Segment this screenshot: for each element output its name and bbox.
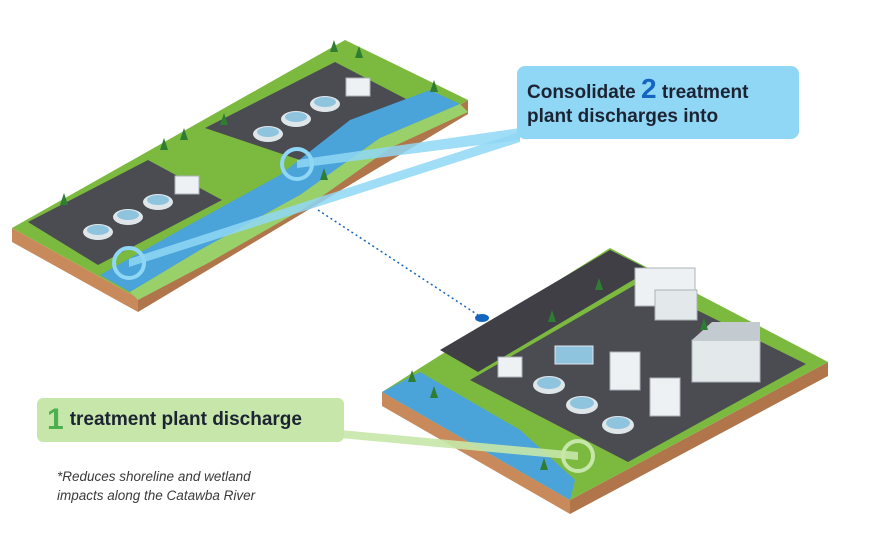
callout-text-before: Consolidate xyxy=(527,81,642,103)
connector-beam-upper xyxy=(297,128,520,168)
trees-bottom xyxy=(408,278,708,470)
terrain-grass xyxy=(12,40,468,298)
clarifiers-new xyxy=(497,345,634,434)
footnote-line-2: impacts along the Catawba River xyxy=(57,488,256,503)
clarifiers-upper xyxy=(253,77,371,142)
buildings xyxy=(609,267,761,417)
callout-number-two: 2 xyxy=(641,72,657,104)
consolidated-plant-terrain xyxy=(382,248,828,514)
single-discharge-callout: 1 treatment plant discharge xyxy=(37,398,344,442)
transfer-dotted-line xyxy=(317,209,479,316)
trees-top xyxy=(60,40,438,205)
terrain2-side-left xyxy=(382,392,570,514)
river2 xyxy=(382,372,575,500)
river-bank-light xyxy=(130,104,468,300)
consolidate-callout-text: Consolidate 2 treatment plant discharges… xyxy=(527,74,789,129)
terrain2-side-right xyxy=(570,362,828,514)
discharge-point-lower xyxy=(112,246,146,280)
road xyxy=(440,250,650,372)
callout-number-one: 1 xyxy=(47,403,64,436)
connector-beam-green xyxy=(340,430,578,460)
callout-text-after: treatment plant discharges into xyxy=(527,81,749,127)
footnote-line-1: *Reduces shoreline and wetland xyxy=(57,469,251,484)
transfer-pin xyxy=(475,314,489,322)
connector-beam-lower xyxy=(129,132,520,267)
clarifiers-lower xyxy=(83,175,200,240)
terrain-side-front xyxy=(12,228,138,312)
single-discharge-text: treatment plant discharge xyxy=(69,409,302,430)
footnote: *Reduces shoreline and wetland impacts a… xyxy=(57,467,357,505)
consolidate-callout: Consolidate 2 treatment plant discharges… xyxy=(517,66,799,139)
